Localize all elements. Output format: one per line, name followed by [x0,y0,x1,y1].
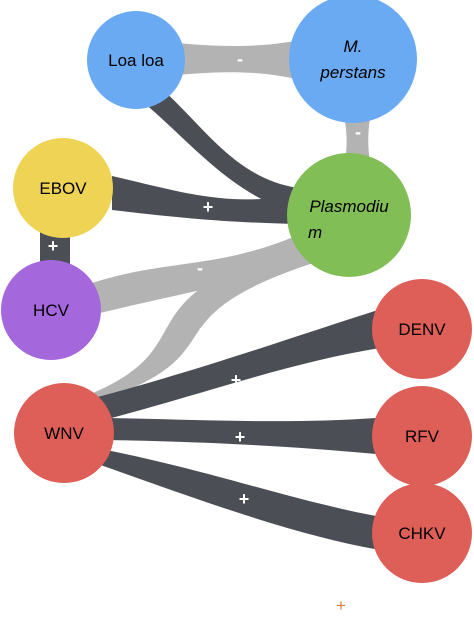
node-plasmodium: Plasmodiu m [287,153,411,277]
node-m-perstans: M. perstans [289,0,417,123]
edge-sign-ebov-plasmodium: + [203,197,214,217]
node-label-denv: DENV [398,320,446,339]
edge-sign-loa-loa-m-perstans: - [237,49,243,69]
edge-wnv-plasmodium [88,245,316,402]
node-circle-loa-loa [87,11,185,109]
node-circle-hcv [1,260,101,360]
node-label-plasmodium-line1: Plasmodiu [309,197,389,216]
edge-ebov-plasmodium [112,176,294,224]
node-hcv: HCV [1,260,101,360]
node-label-rfv: RFV [405,427,440,446]
nodes-layer: Loa loa M. perstans Plasmodiu m EBOV HCV… [1,0,472,583]
node-denv: DENV [372,279,472,379]
node-circle-chkv [372,483,472,583]
node-label-wnv: WNV [44,424,84,443]
edge-sign-m-perstans-plasmodium: - [355,122,361,142]
node-circle-m-perstans [289,0,417,123]
edge-sign-ebov-hcv: + [48,236,59,256]
edge-hcv-plasmodium [92,232,318,314]
edge-sign-wnv-rfv: + [235,427,246,447]
edge-signs-layer: - + - + + - - + + + [48,49,361,509]
edge-wnv-chkv [92,448,380,550]
edge-ebov-hcv [40,228,70,268]
edge-wnv-denv [94,310,380,420]
node-label-ebov: EBOV [39,179,87,198]
node-label-hcv: HCV [33,301,70,320]
node-label-loa-loa: Loa loa [108,51,164,70]
node-wnv: WNV [14,383,114,483]
node-circle-plasmodium [287,153,411,277]
node-ebov: EBOV [13,138,113,238]
edge-sign-hcv-plasmodium: - [197,258,203,278]
edge-loa-loa-m-perstans [150,40,300,80]
edge-sign-wnv-denv: + [231,370,242,390]
node-label-m-perstans-line1: M. [344,37,363,56]
edges-layer [40,40,380,550]
edge-sign-loa-loa-plasmodium: + [219,122,230,142]
node-rfv: RFV [372,386,472,486]
node-label-m-perstans-line2: perstans [319,63,386,82]
node-circle-denv [372,279,472,379]
footer-plus-mark: + [336,596,346,615]
edge-sign-wnv-plasmodium: - [199,318,205,338]
edge-wnv-rfv [108,418,376,454]
edge-sign-wnv-chkv: + [239,489,250,509]
node-chkv: CHKV [372,483,472,583]
node-label-plasmodium-line2: m [308,223,322,242]
node-circle-ebov [13,138,113,238]
edge-loa-loa-plasmodium [138,86,300,214]
node-loa-loa: Loa loa [87,11,185,109]
node-circle-rfv [372,386,472,486]
node-circle-wnv [14,383,114,483]
node-label-chkv: CHKV [398,524,446,543]
